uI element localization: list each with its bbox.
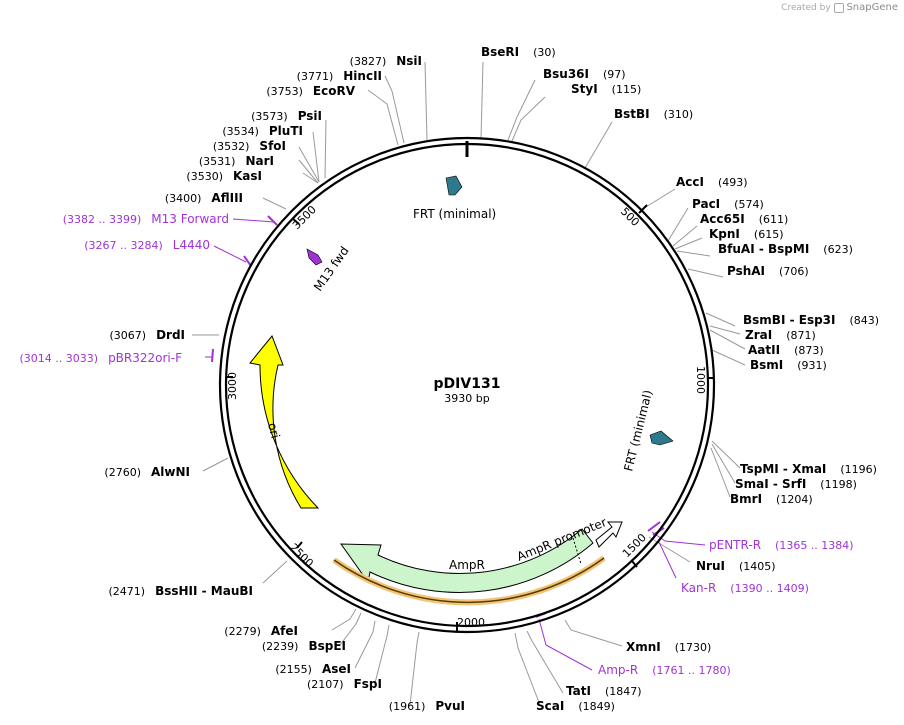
enzyme-label[interactable]: (2239)BspEI bbox=[262, 639, 346, 653]
ampr-arrow[interactable] bbox=[340, 528, 594, 594]
credit-brand: SnapGene bbox=[846, 2, 898, 13]
enzyme-label[interactable]: Acc65I(611) bbox=[700, 212, 788, 226]
plasmid-length: 3930 bp bbox=[444, 392, 489, 405]
enzyme-label[interactable]: ScaI(1849) bbox=[536, 699, 615, 713]
primer-label[interactable]: (3014 .. 3033)pBR322ori-F bbox=[20, 351, 183, 365]
feature-ampr[interactable] bbox=[332, 528, 606, 606]
enzyme-label[interactable]: (1961)PvuI bbox=[389, 699, 465, 713]
ruler-ticks bbox=[226, 204, 714, 631]
ampr-promoter-boundary bbox=[572, 537, 582, 565]
enzyme-label[interactable]: (3534)PluTI bbox=[222, 124, 303, 138]
primer-ticks bbox=[211, 215, 665, 618]
feature-label-ampr: AmpR bbox=[449, 558, 485, 572]
plasmid-backbone bbox=[218, 136, 716, 634]
feature-ampr-promoter[interactable] bbox=[595, 521, 623, 548]
enzyme-label[interactable]: BfuAI - BspMI(623) bbox=[718, 242, 853, 256]
snapgene-credit: Created by SnapGene bbox=[781, 2, 898, 13]
enzyme-label[interactable]: (2155)AseI bbox=[275, 662, 351, 676]
tick-label-2500: 2500 bbox=[287, 541, 316, 570]
frt-top-arrow[interactable] bbox=[445, 175, 463, 196]
primer-label[interactable]: (3267 .. 3284)L4440 bbox=[84, 238, 210, 252]
snapgene-logo-icon bbox=[833, 2, 844, 13]
credit-prefix: Created by bbox=[781, 3, 831, 13]
enzyme-label[interactable]: KpnI(615) bbox=[709, 227, 784, 241]
enzyme-label[interactable]: (2760)AlwNI bbox=[104, 465, 190, 479]
enzyme-label[interactable]: (2471)BssHII - MauBI bbox=[108, 584, 253, 598]
feature-frt-top[interactable] bbox=[445, 175, 463, 196]
enzyme-label[interactable]: XmnI(1730) bbox=[626, 640, 711, 654]
enzyme-label[interactable]: BsmBI - Esp3I(843) bbox=[743, 313, 879, 327]
feature-label-m13-fwd: M13 fwd bbox=[311, 244, 352, 294]
tick-label-3000: 3000 bbox=[226, 372, 239, 400]
primer-label[interactable]: Amp-R(1761 .. 1780) bbox=[598, 663, 731, 677]
primer-label[interactable]: (3382 .. 3399)M13 Forward bbox=[63, 212, 229, 226]
tick-label-2000: 2000 bbox=[457, 616, 485, 629]
feature-label-frt-top: FRT (minimal) bbox=[413, 207, 496, 221]
primer-label[interactable]: Kan-R(1390 .. 1409) bbox=[681, 581, 809, 595]
enzyme-label[interactable]: AccI(493) bbox=[676, 175, 748, 189]
enzyme-label[interactable]: (3530)KasI bbox=[186, 169, 262, 183]
feature-ori[interactable] bbox=[249, 335, 320, 509]
enzyme-label[interactable]: (3532)SfoI bbox=[213, 139, 286, 153]
enzyme-label[interactable]: Bsu36I(97) bbox=[543, 67, 626, 81]
feature-label-ori: ori bbox=[265, 421, 282, 440]
enzyme-label[interactable]: (2279)AfeI bbox=[224, 624, 298, 638]
enzyme-label[interactable]: TspMI - XmaI(1196) bbox=[740, 462, 877, 476]
feature-label-frt-right: FRT (minimal) bbox=[621, 389, 655, 473]
enzyme-label[interactable]: TatI(1847) bbox=[566, 684, 642, 698]
plasmid-name: pDIV131 bbox=[434, 376, 501, 392]
frt-right-arrow[interactable] bbox=[649, 430, 674, 446]
enzyme-label[interactable]: AatII(873) bbox=[748, 343, 824, 357]
enzyme-label[interactable]: PacI(574) bbox=[692, 197, 764, 211]
ori-arrow[interactable] bbox=[249, 335, 320, 509]
enzyme-label[interactable]: (3771)HincII bbox=[297, 69, 382, 83]
ampr-promoter-arrow[interactable] bbox=[595, 521, 623, 548]
enzyme-label[interactable]: BstBI(310) bbox=[614, 107, 693, 121]
ampr-orf-line bbox=[333, 557, 605, 604]
enzyme-label[interactable]: BsmI(931) bbox=[750, 358, 827, 372]
primer-label[interactable]: pENTR-R(1365 .. 1384) bbox=[709, 538, 854, 552]
feature-m13-fwd[interactable] bbox=[306, 248, 323, 266]
enzyme-leaders bbox=[192, 61, 746, 706]
tick-label-1000: 1000 bbox=[694, 366, 707, 394]
enzyme-label[interactable]: BseRI(30) bbox=[481, 45, 556, 59]
enzyme-label[interactable]: (3573)PsiI bbox=[251, 109, 322, 123]
enzyme-label[interactable]: SmaI - SrfI(1198) bbox=[735, 477, 857, 491]
enzyme-label[interactable]: (3531)NarI bbox=[199, 154, 274, 168]
enzyme-label[interactable]: (3753)EcoRV bbox=[266, 84, 355, 98]
enzyme-label[interactable]: StyI(115) bbox=[571, 82, 641, 96]
enzyme-label[interactable]: (3827)NsiI bbox=[350, 54, 422, 68]
enzyme-label[interactable]: (3400)AflIII bbox=[165, 191, 243, 205]
enzyme-label[interactable]: NruI(1405) bbox=[696, 559, 776, 573]
enzyme-label[interactable]: ZraI(871) bbox=[745, 328, 816, 342]
feature-frt-right[interactable] bbox=[649, 430, 674, 446]
enzyme-label[interactable]: PshAI(706) bbox=[727, 264, 809, 278]
m13-fwd-arrow[interactable] bbox=[306, 248, 323, 266]
enzyme-label[interactable]: (2107)FspI bbox=[307, 677, 382, 691]
enzyme-label[interactable]: BmrI(1204) bbox=[730, 492, 813, 506]
enzyme-label[interactable]: (3067)DrdI bbox=[109, 328, 185, 342]
